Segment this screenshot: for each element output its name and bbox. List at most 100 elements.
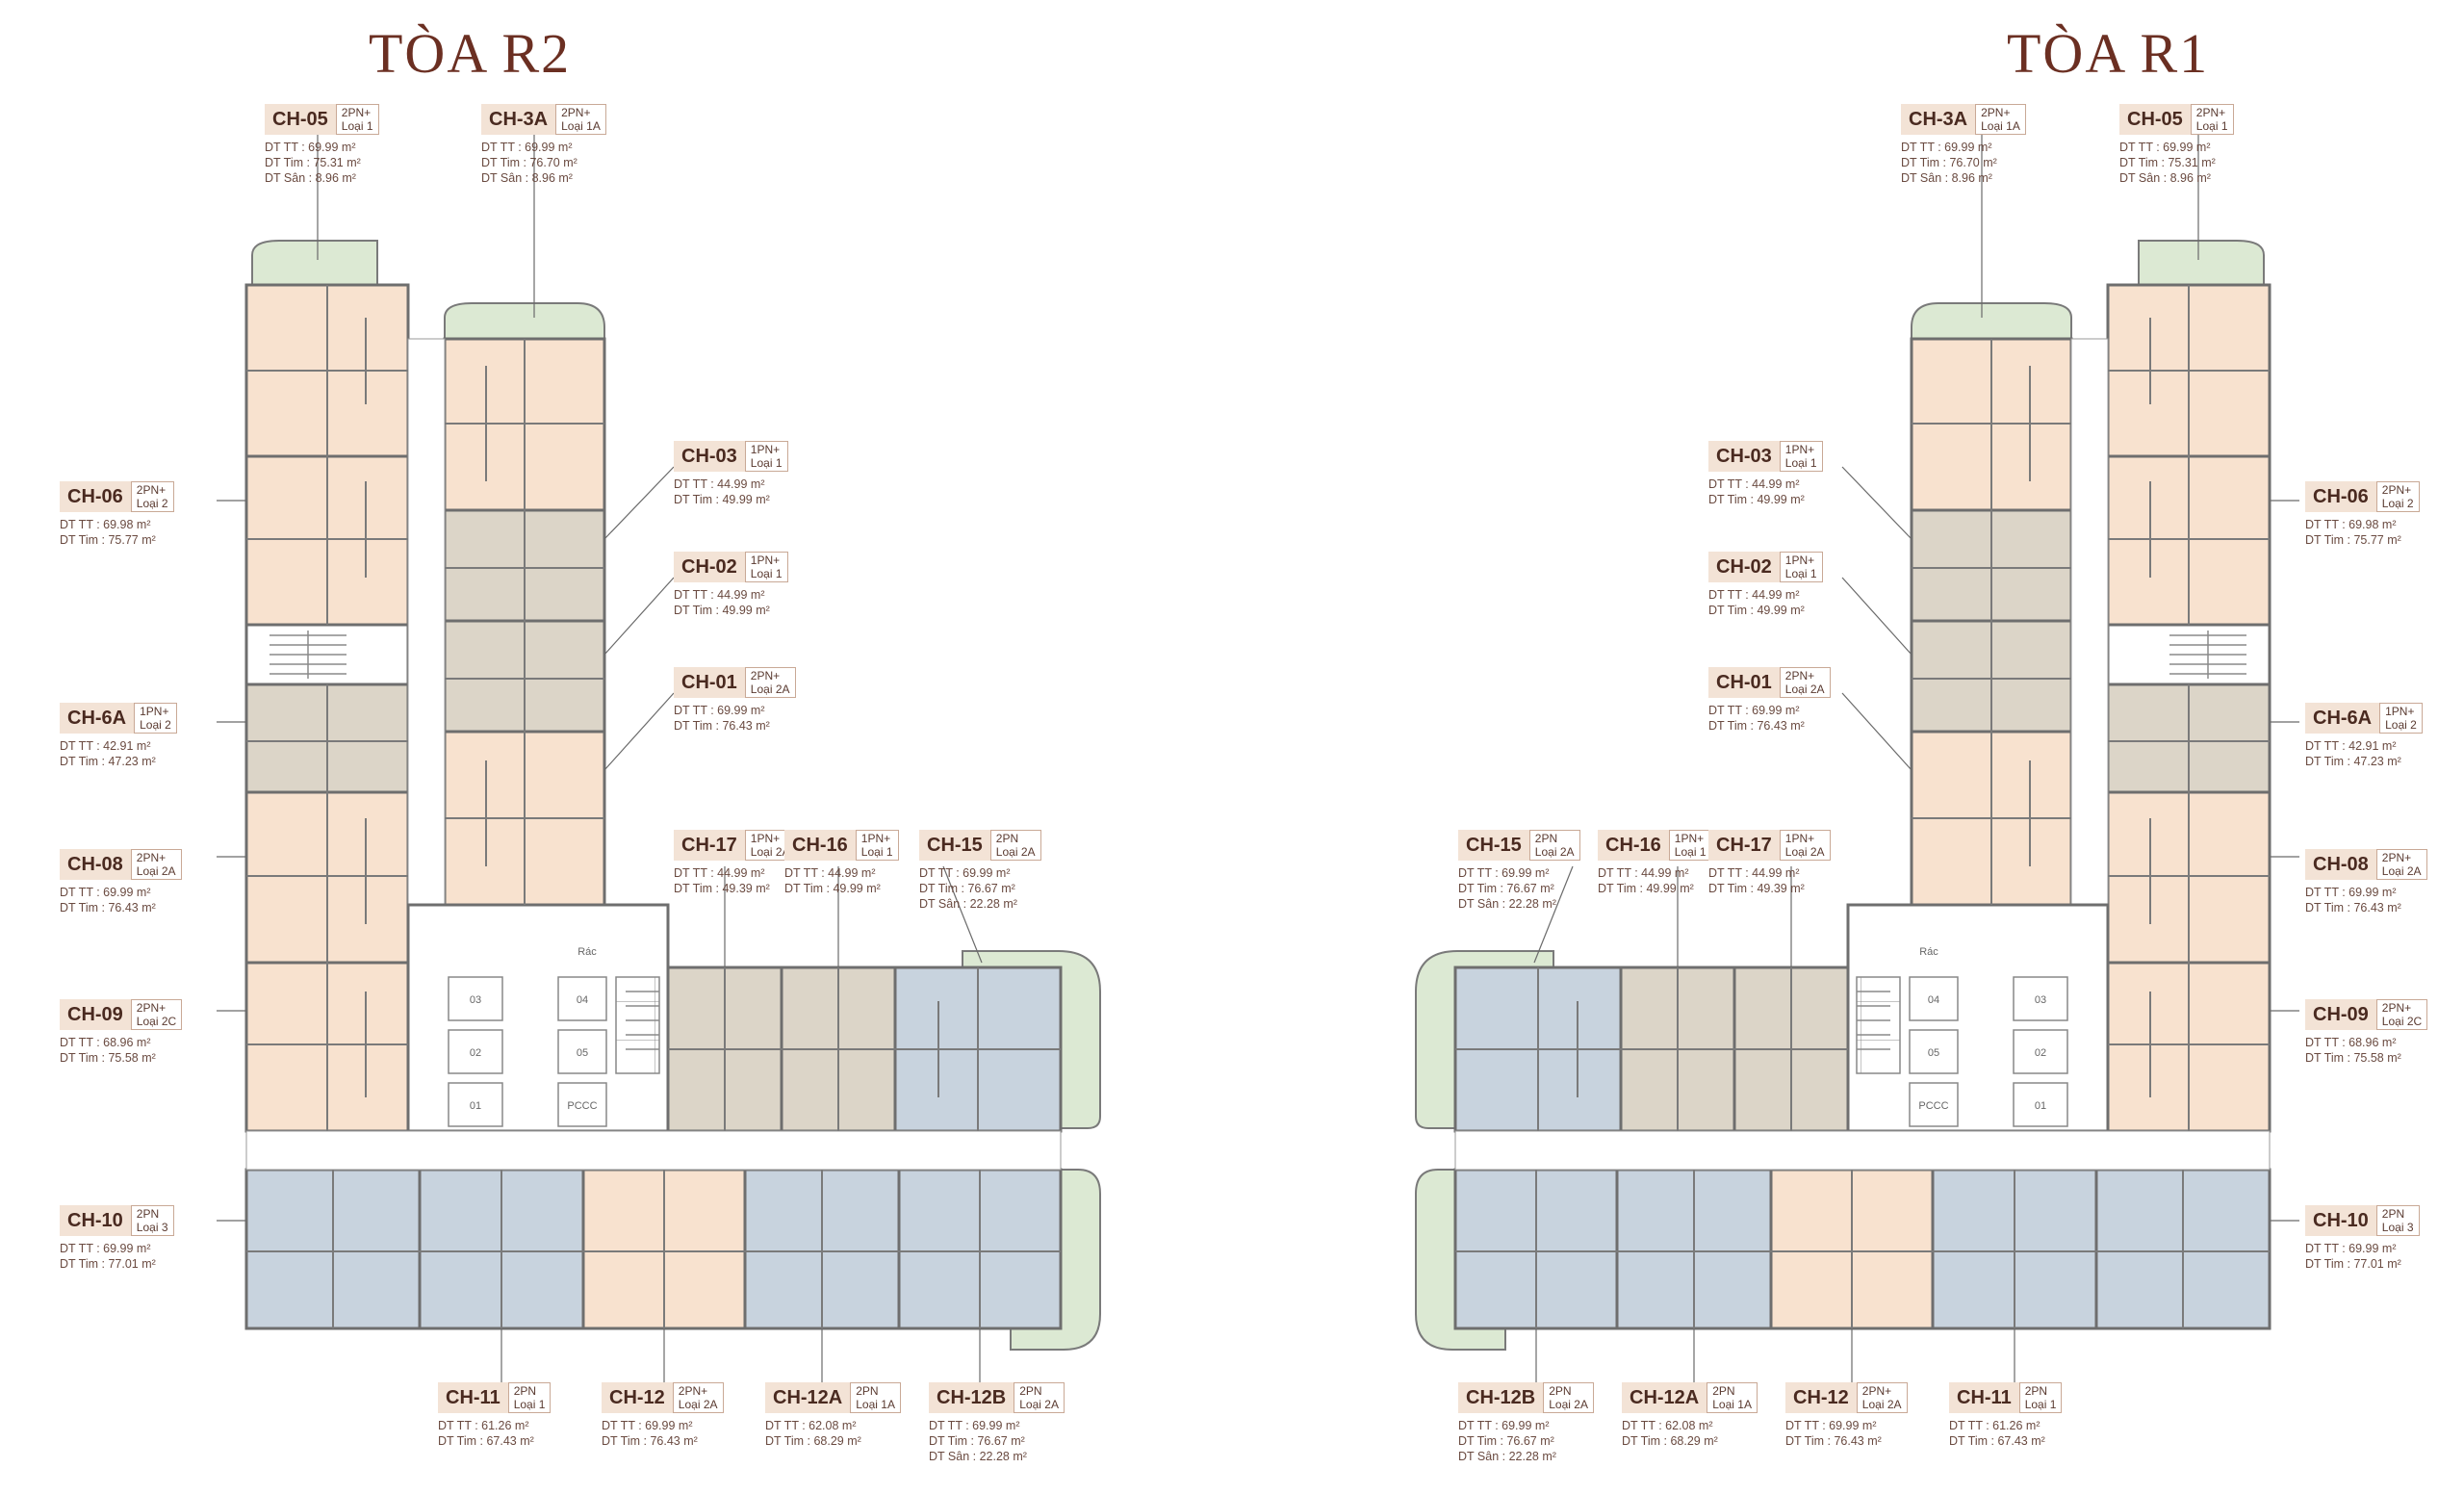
unit-type: Loại 2 xyxy=(2381,497,2414,510)
unit-code: CH-15 xyxy=(919,830,990,861)
unit-area-san: DT Sân : 8.96 m² xyxy=(481,171,573,185)
r2-terrace-ch3a xyxy=(444,302,605,340)
unit-area-tt: DT TT : 44.99 m² xyxy=(1708,588,1800,602)
unit-area-tim: DT Tim : 77.01 m² xyxy=(60,1257,156,1271)
unit-bedrooms: 2PN xyxy=(1712,1384,1735,1398)
r2-trash-label: Rác xyxy=(578,946,597,958)
r1-elevator-label: 01 xyxy=(2035,1100,2046,1112)
tower-r1-title: TÒA R1 xyxy=(2007,22,2210,85)
unit-area-tt: DT TT : 61.26 m² xyxy=(438,1419,529,1432)
unit-area-tt: DT TT : 44.99 m² xyxy=(784,866,876,880)
unit-type: Loại 2A xyxy=(1534,845,1575,859)
unit-bedrooms: 2PN xyxy=(513,1384,537,1398)
unit-area-tt: DT TT : 69.99 m² xyxy=(60,886,151,899)
r2-elevator-label: 02 xyxy=(470,1047,481,1059)
unit-area-tt: DT TT : 68.96 m² xyxy=(60,1036,151,1049)
unit-area-tim: DT Tim : 76.70 m² xyxy=(1901,156,1997,169)
unit-type: Loại 1A xyxy=(1981,119,2020,133)
unit-area-tt: DT TT : 69.98 m² xyxy=(2305,518,2397,531)
unit-bedrooms: 2PN xyxy=(1019,1384,1042,1398)
unit-code: CH-11 xyxy=(438,1382,508,1413)
r2-fire-label: PCCC xyxy=(567,1100,597,1112)
unit-code: CH-08 xyxy=(60,849,131,880)
unit-type: Loại 2A xyxy=(750,845,790,859)
unit-type: Loại 2A xyxy=(750,683,790,696)
unit-bedrooms: 2PN xyxy=(1534,832,1558,845)
unit-bedrooms: 1PN+ xyxy=(750,832,781,845)
r1-elevator-label: 05 xyxy=(1928,1047,1939,1059)
unit-type: Loại 1 xyxy=(750,456,783,470)
r2-elevator-label: 05 xyxy=(577,1047,588,1059)
unit-code: CH-12 xyxy=(602,1382,673,1413)
unit-area-tt: DT TT : 69.99 m² xyxy=(1458,866,1550,880)
unit-area-tim: DT Tim : 75.31 m² xyxy=(265,156,361,169)
unit-area-tim: DT Tim : 49.39 m² xyxy=(674,882,770,895)
unit-area-tim: DT Tim : 47.23 m² xyxy=(60,755,156,768)
unit-area-tim: DT Tim : 76.43 m² xyxy=(2305,901,2401,914)
unit-bedrooms: 2PN xyxy=(2024,1384,2048,1398)
unit-code: CH-17 xyxy=(674,830,745,861)
unit-area-tt: DT TT : 69.99 m² xyxy=(919,866,1011,880)
unit-area-san: DT Sân : 22.28 m² xyxy=(929,1450,1027,1463)
unit-code: CH-11 xyxy=(1949,1382,2019,1413)
unit-code: CH-6A xyxy=(60,703,135,734)
unit-area-tt: DT TT : 62.08 m² xyxy=(765,1419,857,1432)
unit-bedrooms: 2PN+ xyxy=(1784,669,1815,683)
unit-area-san: DT Sân : 22.28 m² xyxy=(919,897,1017,911)
unit-area-tt: DT TT : 44.99 m² xyxy=(1598,866,1689,880)
unit-type: Loại 2C xyxy=(2381,1015,2423,1028)
unit-area-tt: DT TT : 69.99 m² xyxy=(60,1242,151,1255)
unit-area-tim: DT Tim : 75.58 m² xyxy=(2305,1051,2401,1065)
unit-code: CH-12B xyxy=(929,1382,1014,1413)
unit-type: Loại 2A xyxy=(136,864,176,878)
r2-corridor-horizontal xyxy=(245,1130,1062,1171)
unit-area-tim: DT Tim : 49.99 m² xyxy=(674,604,770,617)
unit-code: CH-03 xyxy=(1708,441,1780,472)
unit-area-tim: DT Tim : 68.29 m² xyxy=(765,1434,861,1448)
unit-type: Loại 2A xyxy=(1861,1398,1902,1411)
unit-bedrooms: 2PN+ xyxy=(1861,1384,1892,1398)
r1-elevator-label: 03 xyxy=(2035,994,2046,1006)
unit-area-tim: DT Tim : 49.99 m² xyxy=(674,493,770,506)
unit-area-tt: DT TT : 69.99 m² xyxy=(602,1419,693,1432)
unit-code: CH-12 xyxy=(1785,1382,1857,1413)
unit-code: CH-3A xyxy=(481,104,556,135)
unit-type: Loại 2 xyxy=(136,497,168,510)
unit-code: CH-16 xyxy=(1598,830,1669,861)
unit-bedrooms: 2PN+ xyxy=(136,483,167,497)
unit-area-tim: DT Tim : 76.43 m² xyxy=(1785,1434,1882,1448)
unit-area-tt: DT TT : 69.99 m² xyxy=(265,141,356,154)
unit-bedrooms: 1PN+ xyxy=(1784,443,1815,456)
unit-area-san: DT Sân : 8.96 m² xyxy=(1901,171,1992,185)
unit-type: Loại 3 xyxy=(136,1221,168,1234)
unit-bedrooms: 1PN+ xyxy=(1674,832,1705,845)
unit-code: CH-10 xyxy=(60,1205,131,1236)
unit-code: CH-05 xyxy=(2119,104,2191,135)
unit-type: Loại 1A xyxy=(856,1398,895,1411)
unit-type: Loại 1 xyxy=(513,1398,546,1411)
r2-terrace-ch05 xyxy=(251,240,378,286)
unit-area-tim: DT Tim : 76.70 m² xyxy=(481,156,578,169)
unit-bedrooms: 2PN+ xyxy=(2381,851,2412,864)
unit-type: Loại 2A xyxy=(1784,845,1825,859)
unit-bedrooms: 2PN+ xyxy=(2381,483,2412,497)
unit-area-tim: DT Tim : 75.31 m² xyxy=(2119,156,2216,169)
unit-bedrooms: 2PN+ xyxy=(2381,1001,2412,1015)
unit-area-tt: DT TT : 44.99 m² xyxy=(674,866,765,880)
unit-area-tt: DT TT : 69.98 m² xyxy=(60,518,151,531)
unit-bedrooms: 1PN+ xyxy=(750,554,781,567)
unit-area-tim: DT Tim : 76.43 m² xyxy=(60,901,156,914)
r1-elevator-label: 04 xyxy=(1928,994,1939,1006)
